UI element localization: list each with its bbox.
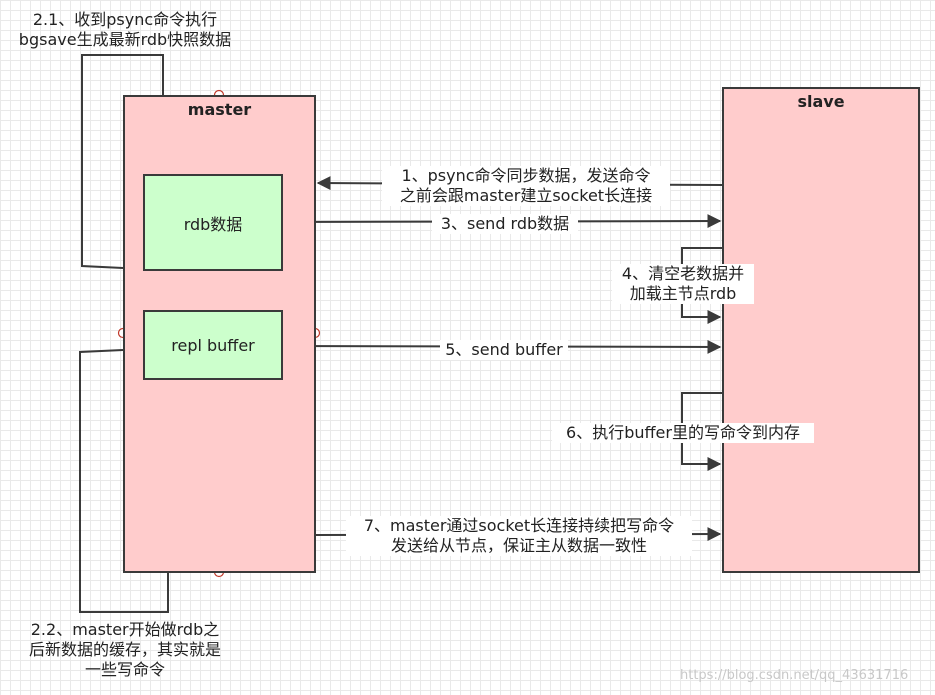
repl-buffer-node[interactable]: repl buffer <box>143 310 283 380</box>
label-sync-writes-line1: 7、master通过socket长连接持续把写命令 <box>363 516 675 535</box>
label-load-rdb-line2: 加载主节点rdb <box>629 284 737 303</box>
label-buffer-cache-line3: 一些写命令 <box>84 660 165 679</box>
label-send-rdb-text: 3、send rdb数据 <box>440 214 570 233</box>
label-bgsave-line2: bgsave生成最新rdb快照数据 <box>18 30 232 49</box>
label-sync-writes: 7、master通过socket长连接持续把写命令 发送给从节点，保证主从数据一… <box>346 516 692 556</box>
rdb-data-label: rdb数据 <box>183 214 243 234</box>
label-bgsave-line1: 2.1、收到psync命令执行 <box>32 10 218 29</box>
edge-bgsave-loop <box>81 54 170 269</box>
label-bgsave: 2.1、收到psync命令执行 bgsave生成最新rdb快照数据 <box>0 10 250 50</box>
label-psync: 1、psync命令同步数据，发送命令 之前会跟master建立socket长连接 <box>382 166 670 206</box>
watermark: https://blog.csdn.net/qq_43631716 <box>680 668 909 683</box>
rdb-data-node[interactable]: rdb数据 <box>143 174 283 271</box>
label-buffer-cache-line2: 后新数据的缓存，其实就是 <box>28 640 221 659</box>
label-buffer-cache-line1: 2.2、master开始做rdb之 <box>30 620 220 639</box>
master-title: master <box>187 100 252 119</box>
label-exec-buffer: 6、执行buffer里的写命令到内存 <box>552 423 814 443</box>
label-load-rdb-line1: 4、清空老数据并 <box>621 264 745 283</box>
label-psync-line2: 之前会跟master建立socket长连接 <box>399 186 653 205</box>
label-buffer-cache: 2.2、master开始做rdb之 后新数据的缓存，其实就是 一些写命令 <box>0 620 250 680</box>
label-exec-buffer-text: 6、执行buffer里的写命令到内存 <box>566 423 800 442</box>
label-sync-writes-line2: 发送给从节点，保证主从数据一致性 <box>390 536 647 555</box>
label-send-buffer-text: 5、send buffer <box>445 340 563 359</box>
label-send-buffer: 5、send buffer <box>440 340 568 360</box>
slave-title: slave <box>797 92 845 111</box>
label-psync-line1: 1、psync命令同步数据，发送命令 <box>401 166 651 185</box>
repl-buffer-label: repl buffer <box>171 335 255 355</box>
label-load-rdb: 4、清空老数据并 加载主节点rdb <box>612 264 754 304</box>
slave-node[interactable]: slave <box>722 87 920 573</box>
label-send-rdb: 3、send rdb数据 <box>432 214 578 234</box>
